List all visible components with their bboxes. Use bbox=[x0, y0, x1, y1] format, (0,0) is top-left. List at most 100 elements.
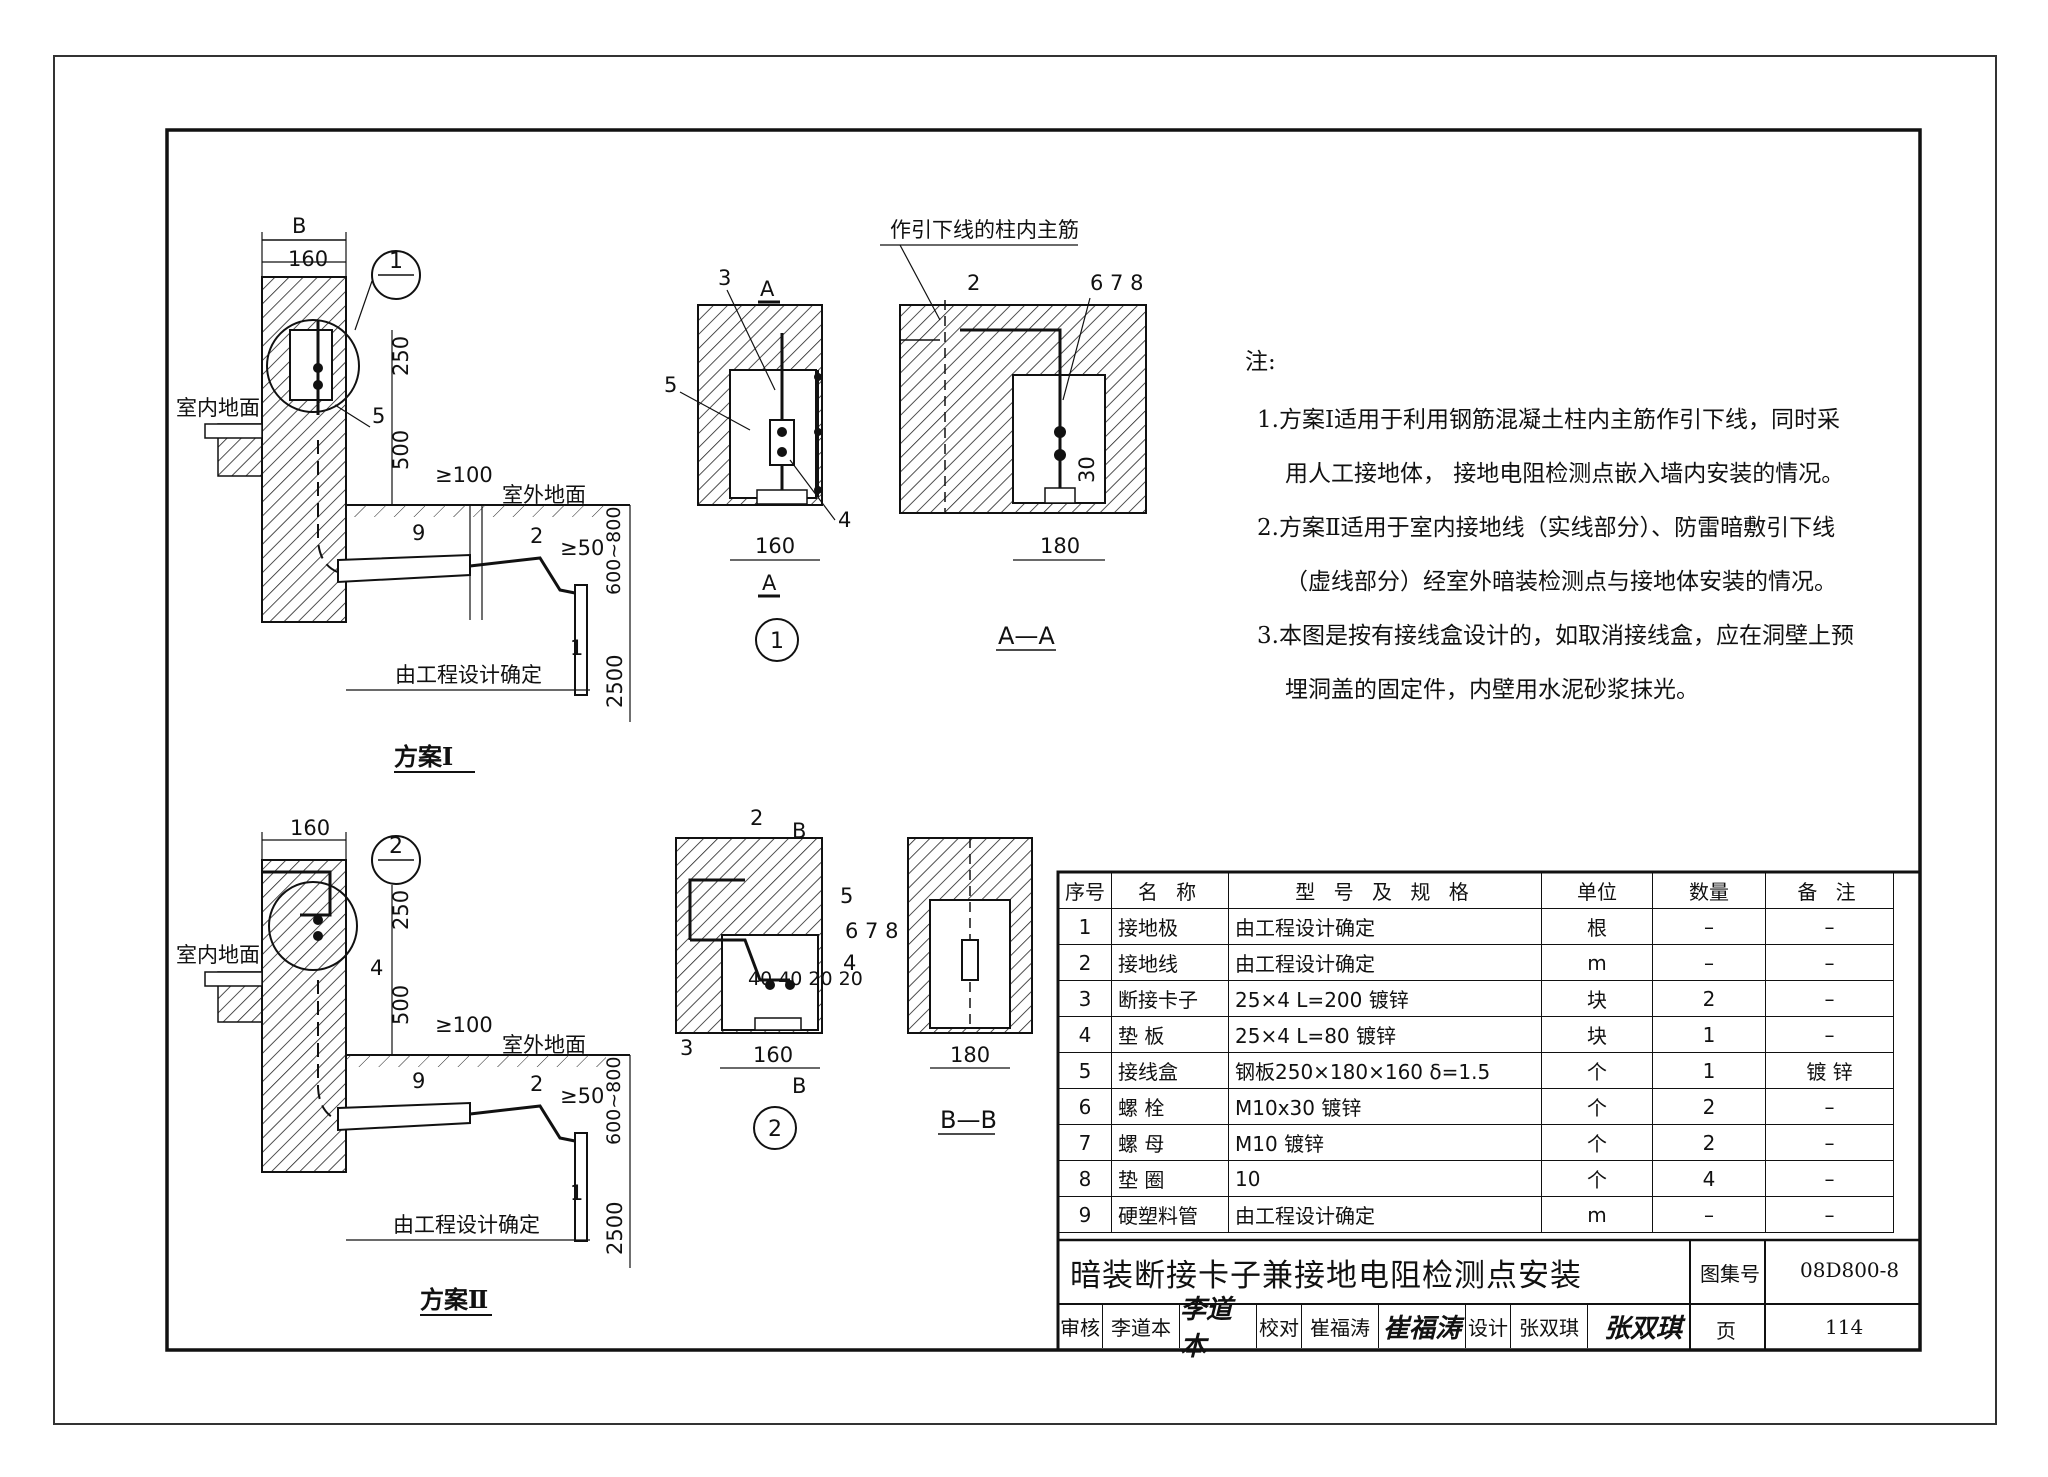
cell: 接地极 bbox=[1111, 908, 1229, 945]
cell: 4 bbox=[1058, 1016, 1112, 1053]
detail-2-number: 2 bbox=[768, 1117, 782, 1142]
cell: 1 bbox=[1652, 1052, 1766, 1089]
note-3a: 3.本图是按有接线盒设计的，如取消接线盒，应在洞壁上预 bbox=[1257, 623, 1854, 649]
detail-ref-1-no: 1 bbox=[389, 249, 403, 274]
cell: m bbox=[1541, 1196, 1653, 1233]
scheme-2-dim-600-800: 600~800 bbox=[603, 1057, 625, 1145]
cell: – bbox=[1652, 908, 1766, 945]
table-header-row: 序号 名 称 型 号 及 规 格 单位 数量 备 注 bbox=[1058, 872, 1894, 909]
section-aa-dim-30: 30 bbox=[1075, 456, 1099, 483]
cell: 7 bbox=[1058, 1124, 1112, 1161]
detail-1-a-top: A bbox=[760, 277, 775, 301]
section-aa-label-2: 2 bbox=[967, 271, 980, 295]
cell: 断接卡子 bbox=[1111, 980, 1229, 1017]
cell: 10 bbox=[1228, 1160, 1542, 1197]
atlas-label: 图集号 bbox=[1700, 1262, 1760, 1286]
cell: – bbox=[1652, 944, 1766, 981]
signature-row: 审核 李道本 李道本 校对 崔福涛 崔福涛 设计 张双琪 张双琪 bbox=[1058, 1295, 1698, 1362]
cell: 镀 锌 bbox=[1765, 1052, 1894, 1089]
ground-rod-1 bbox=[574, 584, 588, 696]
note-1a: 1.方案Ⅰ适用于利用钢筋混凝土柱内主筋作引下线，同时采 bbox=[1257, 407, 1841, 433]
review-label: 审核 bbox=[1058, 1304, 1103, 1348]
scheme-2-width: 160 bbox=[290, 816, 330, 840]
cell: 个 bbox=[1541, 1160, 1653, 1197]
label-ge50: ≥50 bbox=[560, 536, 604, 560]
cell: 块 bbox=[1541, 1016, 1653, 1053]
dim-250: 250 bbox=[389, 336, 413, 376]
detail-2-width: 160 bbox=[753, 1043, 793, 1067]
check-signature: 崔福涛 bbox=[1379, 1304, 1466, 1348]
detail-2-label-3: 3 bbox=[680, 1036, 693, 1060]
cell: – bbox=[1765, 1196, 1894, 1233]
check-label: 校对 bbox=[1257, 1304, 1302, 1348]
section-a-a: 作引下线的柱内主筋 2 6 7 8 30 180 A—A bbox=[880, 218, 1147, 651]
design-signature: 张双琪 bbox=[1603, 1313, 1682, 1344]
review-name: 李道本 bbox=[1103, 1304, 1180, 1348]
detail-2: 2 B B 5 6 7 8 4 3 40 40 20 20 160 2 bbox=[675, 806, 898, 1150]
cell: 接地线 bbox=[1111, 944, 1229, 981]
section-b-b: 180 B—B bbox=[907, 837, 1033, 1135]
design-label: 设计 bbox=[1466, 1304, 1511, 1348]
scheme-2-ge100: ≥100 bbox=[435, 1013, 493, 1037]
cell: 4 bbox=[1652, 1160, 1766, 1197]
cell: 硬塑料管 bbox=[1111, 1196, 1229, 1233]
scheme-1-caption: 方案Ⅰ bbox=[394, 742, 453, 771]
cell: 1 bbox=[1058, 908, 1112, 945]
cell: 由工程设计确定 bbox=[1228, 944, 1542, 981]
cell: M10 镀锌 bbox=[1228, 1124, 1542, 1161]
cell: 25×4 L=80 镀锌 bbox=[1228, 1016, 1542, 1053]
detail-1-label-5: 5 bbox=[664, 373, 677, 397]
label-ge100: ≥100 bbox=[435, 463, 493, 487]
dim-2500: 2500 bbox=[603, 655, 627, 708]
cell: 5 bbox=[1058, 1052, 1112, 1089]
note-2a: 2.方案Ⅱ适用于室内接地线（实线部分）、防雷暗敷引下线 bbox=[1257, 515, 1836, 541]
scheme-2-caption: 方案Ⅱ bbox=[420, 1285, 488, 1314]
label-2: 2 bbox=[530, 524, 543, 548]
cell: 2 bbox=[1652, 980, 1766, 1017]
detail-1-label-4: 4 bbox=[838, 508, 851, 532]
scheme-2-label-1: 1 bbox=[570, 1181, 583, 1205]
col-qty: 数量 bbox=[1652, 872, 1766, 909]
detail-2-dims: 40 40 20 20 bbox=[748, 968, 863, 990]
notes: 注: 1.方案Ⅰ适用于利用钢筋混凝土柱内主筋作引下线，同时采 用人工接地体， 接… bbox=[1245, 335, 1885, 717]
detail-ref-2-no: 2 bbox=[389, 834, 403, 859]
note-1b: 用人工接地体， 接地电阻检测点嵌入墙内安装的情况。 bbox=[1285, 461, 1845, 487]
indoor-floor-label: 室内地面 bbox=[176, 396, 260, 420]
cell: 螺 母 bbox=[1111, 1124, 1229, 1161]
cell: 由工程设计确定 bbox=[1228, 908, 1542, 945]
cell: 块 bbox=[1541, 980, 1653, 1017]
scheme-2-dim-500: 500 bbox=[389, 985, 413, 1025]
detail-1-a-bottom: A bbox=[762, 571, 777, 595]
section-bb-caption: B—B bbox=[940, 1106, 997, 1134]
cell: 6 bbox=[1058, 1088, 1112, 1125]
col-spec: 型 号 及 规 格 bbox=[1228, 872, 1542, 909]
cell: 垫 圈 bbox=[1111, 1160, 1229, 1197]
detail-2-b-bottom: B bbox=[792, 1074, 806, 1098]
cell: – bbox=[1765, 908, 1894, 945]
cell: 由工程设计确定 bbox=[1228, 1196, 1542, 1233]
label-1: 1 bbox=[570, 636, 583, 660]
scheme-2-label-4: 4 bbox=[370, 956, 383, 980]
cell: 1 bbox=[1652, 1016, 1766, 1053]
col-note: 备 注 bbox=[1765, 872, 1894, 909]
scheme-2-by-design: 由工程设计确定 bbox=[393, 1213, 540, 1237]
detail-2-label-5: 5 bbox=[840, 884, 853, 908]
detail-1-number-icon bbox=[755, 618, 799, 662]
detail-1-width: 160 bbox=[755, 534, 795, 558]
cell: – bbox=[1765, 1088, 1894, 1125]
col-unit: 单位 bbox=[1541, 872, 1653, 909]
dim-b-label: B bbox=[292, 214, 306, 238]
outer-border bbox=[53, 55, 1997, 1425]
cell: – bbox=[1765, 1160, 1894, 1197]
dim-width-160: 160 bbox=[288, 247, 328, 271]
note-3b: 埋洞盖的固定件，内壁用水泥砂浆抹光。 bbox=[1285, 677, 1699, 703]
page-label: 页 bbox=[1716, 1319, 1736, 1343]
